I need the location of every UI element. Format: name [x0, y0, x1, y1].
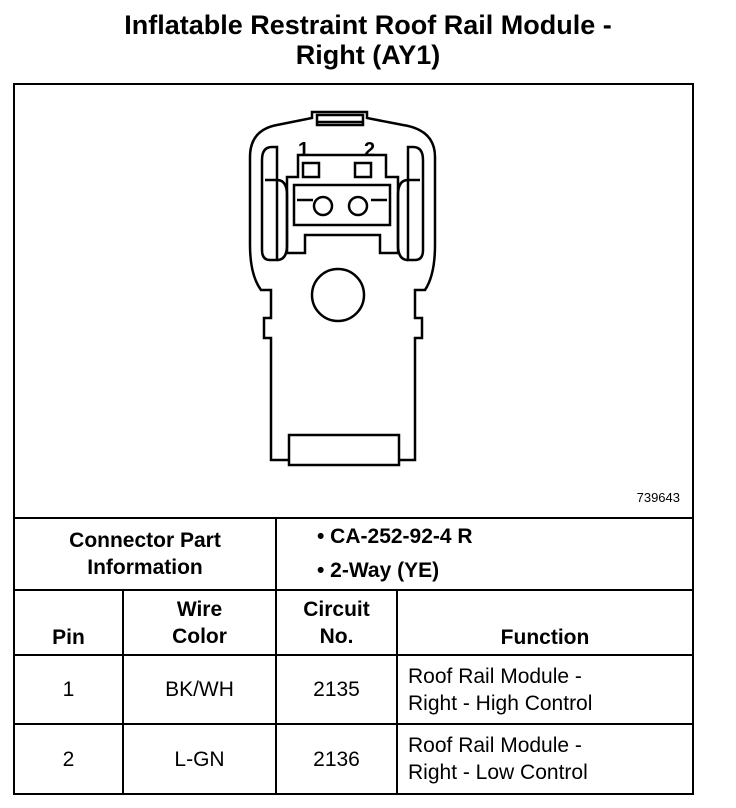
connector-body-outline	[248, 110, 437, 462]
header-function: Function	[500, 625, 590, 649]
pin-2-cavity	[347, 195, 369, 217]
inner-housing	[285, 153, 400, 255]
connector-part-list: • CA-252-92-4 R • 2-Way (YE)	[317, 519, 687, 591]
connector-drawing: 1 2	[248, 110, 437, 467]
pin-1-tab	[301, 161, 321, 179]
page-title: Inflatable Restraint Roof Rail Module - …	[0, 10, 736, 70]
row-2-function: Roof Rail Module - Right - Low Control	[398, 725, 692, 793]
pin-1-label: 1	[298, 139, 309, 161]
connector-diagram: 1 2 739643	[15, 85, 692, 518]
rule-row-2-top	[15, 723, 692, 725]
rule-connector-top	[15, 517, 692, 519]
title-line-2: Right (AY1)	[295, 40, 441, 70]
row-2-function-line-2: Right - Low Control	[408, 761, 588, 784]
rule-col-3	[396, 589, 398, 795]
left-latch	[260, 145, 279, 262]
connector-part-number: • CA-252-92-4 R	[317, 525, 473, 548]
label-window	[287, 433, 401, 467]
row-1-pin: 1	[62, 678, 75, 701]
rule-row-1-top	[15, 654, 692, 656]
row-2-wire-color: L-GN	[174, 747, 225, 771]
top-latch	[315, 113, 365, 127]
pin-1-cavity	[312, 195, 334, 217]
row-2-pin: 2	[62, 747, 75, 771]
row-1-wire-color: BK/WH	[165, 678, 234, 701]
pin-2-label: 2	[364, 139, 375, 161]
figure-number: 739643	[636, 490, 680, 505]
header-wire-color: Wire Color	[172, 597, 227, 648]
rule-col-2	[275, 589, 277, 795]
right-latch	[406, 145, 425, 262]
rule-header-top	[15, 589, 692, 591]
rule-col-1	[122, 589, 124, 795]
row-1-function-line-1: Roof Rail Module -	[408, 664, 582, 688]
row-1-function-line-2: Right - High Control	[408, 691, 593, 715]
header-pin: Pin	[52, 625, 85, 649]
row-1-circuit: 2135	[313, 678, 360, 701]
title-line-1: Inflatable Restraint Roof Rail Module -	[124, 10, 612, 40]
row-2-function-line-1: Roof Rail Module -	[408, 734, 582, 757]
terminal-block	[292, 183, 392, 227]
connector-frame: 1 2 739643 Connector Part Information • …	[13, 83, 694, 795]
mounting-hole	[310, 267, 366, 323]
row-1-function: Roof Rail Module - Right - High Control	[398, 656, 692, 723]
header-circuit-no: Circuit No.	[303, 597, 370, 648]
connector-part-type: • 2-Way (YE)	[317, 559, 440, 582]
connector-info-label: Connector Part Information	[69, 529, 221, 579]
pin-2-tab	[353, 161, 373, 179]
row-2-circuit: 2136	[313, 747, 360, 771]
rule-connector-divider	[275, 517, 277, 589]
